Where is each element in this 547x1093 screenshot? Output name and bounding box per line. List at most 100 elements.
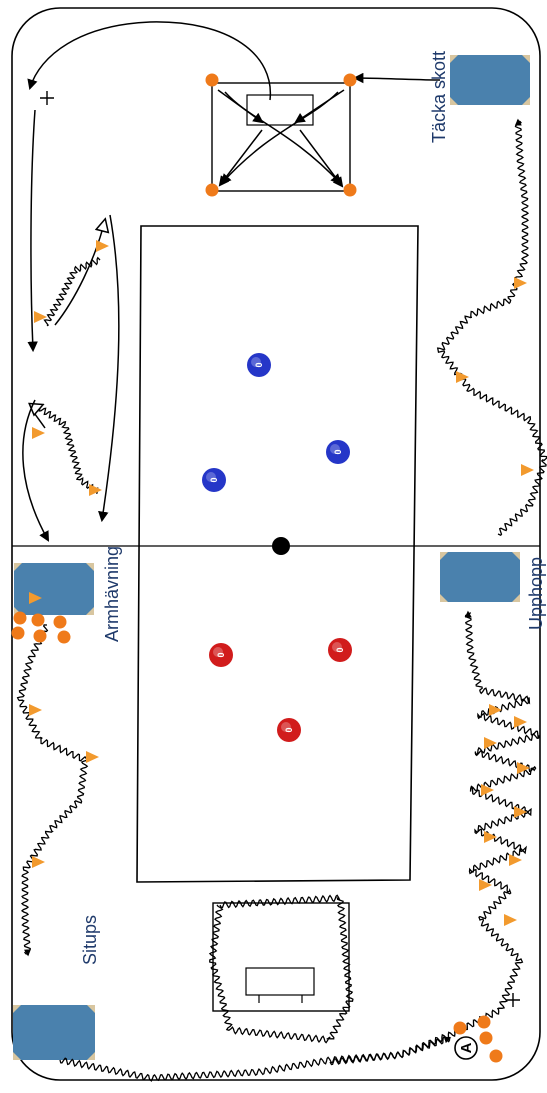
dribble-paths xyxy=(16,118,547,1082)
cone-icon xyxy=(96,240,109,252)
start-marker-circle xyxy=(454,1036,478,1060)
cone-icon xyxy=(29,592,42,604)
goal-top xyxy=(246,94,314,126)
dribble-path-bottom xyxy=(59,1036,451,1082)
arrow-top-loop xyxy=(27,21,272,101)
cone-icon xyxy=(34,311,47,323)
cone-icon xyxy=(481,784,494,796)
player-highlight xyxy=(213,647,223,657)
goal-bottom xyxy=(245,967,315,996)
dribble-path-left-upper xyxy=(43,256,101,327)
ball-icon xyxy=(57,630,71,644)
ball-icon xyxy=(489,1049,503,1063)
ball-icon xyxy=(53,615,67,629)
cone-icon xyxy=(456,371,469,383)
player-red: 0 xyxy=(328,638,352,662)
cone-icon xyxy=(514,806,527,818)
player-highlight xyxy=(251,357,261,367)
goal-area-top xyxy=(211,82,351,192)
cone-icon xyxy=(32,427,45,439)
station-mat xyxy=(14,563,94,615)
player-number: 0 xyxy=(333,449,343,454)
station-tacka-skott: Täcka skott xyxy=(429,51,530,143)
player-icon xyxy=(326,440,350,464)
player-blue: 0 xyxy=(202,468,226,492)
ball-icon xyxy=(343,73,357,87)
player-red: 0 xyxy=(209,643,233,667)
cone-icon xyxy=(521,464,534,476)
station-label-upphopp: Upphopp xyxy=(526,557,546,630)
dribble-path-left-lower xyxy=(38,407,99,495)
player-icon xyxy=(247,353,271,377)
player-icon xyxy=(202,468,226,492)
dribble-path-tacka-skott xyxy=(436,119,547,536)
station-mat xyxy=(440,552,520,602)
dribble-path-situps xyxy=(16,624,89,956)
arrow-goal-5 xyxy=(224,91,342,185)
player-blue: 0 xyxy=(247,353,271,377)
station-situps: Situps xyxy=(13,915,100,1060)
player-red: 0 xyxy=(277,718,301,742)
player-number: 0 xyxy=(284,727,294,732)
player-icon xyxy=(277,718,301,742)
station-label-armhavning: Armhävning xyxy=(102,546,122,642)
cones xyxy=(29,240,534,926)
cone-icon xyxy=(484,831,497,843)
ball-icon xyxy=(343,183,357,197)
station-mat xyxy=(13,1005,95,1060)
cross-marker-top-left xyxy=(40,91,54,105)
cone-icon xyxy=(514,716,527,728)
arrow-to-armhavning xyxy=(22,399,50,542)
ball-icon xyxy=(479,1031,493,1045)
ball-icon xyxy=(31,613,45,627)
start-marker-letter: A xyxy=(458,1042,475,1053)
player-number: 0 xyxy=(335,647,345,652)
inner-field xyxy=(136,225,419,883)
cone-icon xyxy=(514,277,527,289)
station-mat xyxy=(450,55,530,105)
cross-marker-bottom-right xyxy=(506,993,520,1007)
arrow-goal-6 xyxy=(220,91,339,185)
start-marker: A xyxy=(454,1036,478,1060)
movement-arrows xyxy=(22,21,441,542)
ball-icon xyxy=(205,73,219,87)
players: 0 0 0 0 0 0 xyxy=(202,353,352,742)
cone-icon xyxy=(517,762,530,774)
ball-icon xyxy=(453,1021,467,1035)
cone-icon xyxy=(29,704,42,716)
player-blue: 0 xyxy=(326,440,350,464)
arrow-left-side-long xyxy=(98,214,120,523)
dribble-path-tacka-skott-arrowhead xyxy=(514,118,522,126)
player-number: 0 xyxy=(254,362,264,367)
station-label-situps: Situps xyxy=(80,915,100,965)
cone-icon xyxy=(504,914,517,926)
player-highlight xyxy=(330,444,340,454)
player-number: 0 xyxy=(209,477,219,482)
arrow-goal-2 xyxy=(218,129,263,187)
ball-icon xyxy=(13,611,27,625)
arrow-to-tacka-skott xyxy=(352,72,441,84)
player-number: 0 xyxy=(216,652,226,657)
arrow-left-down-upper xyxy=(27,109,38,353)
player-highlight xyxy=(281,722,291,732)
player-icon xyxy=(328,638,352,662)
cone-icon xyxy=(489,704,502,716)
cone-icon xyxy=(32,856,45,868)
cone-icon xyxy=(484,737,497,749)
cone-icon xyxy=(509,854,522,866)
rink-boundary xyxy=(11,7,541,1081)
dribble-path-goal-loop xyxy=(208,894,354,1044)
arrow-zigzag-up-1 xyxy=(54,220,105,326)
player-icon xyxy=(209,643,233,667)
arrow-zigzag-up-2 xyxy=(31,405,46,429)
ball-icon xyxy=(477,1015,491,1029)
cone-icon xyxy=(86,751,99,763)
center-dot xyxy=(272,537,290,555)
station-armhavning: Armhävning xyxy=(14,546,122,642)
player-highlight xyxy=(332,642,342,652)
station-upphopp: Upphopp xyxy=(440,552,546,630)
cone-icon xyxy=(89,484,102,496)
dribble-path-upphopp xyxy=(329,612,540,1066)
